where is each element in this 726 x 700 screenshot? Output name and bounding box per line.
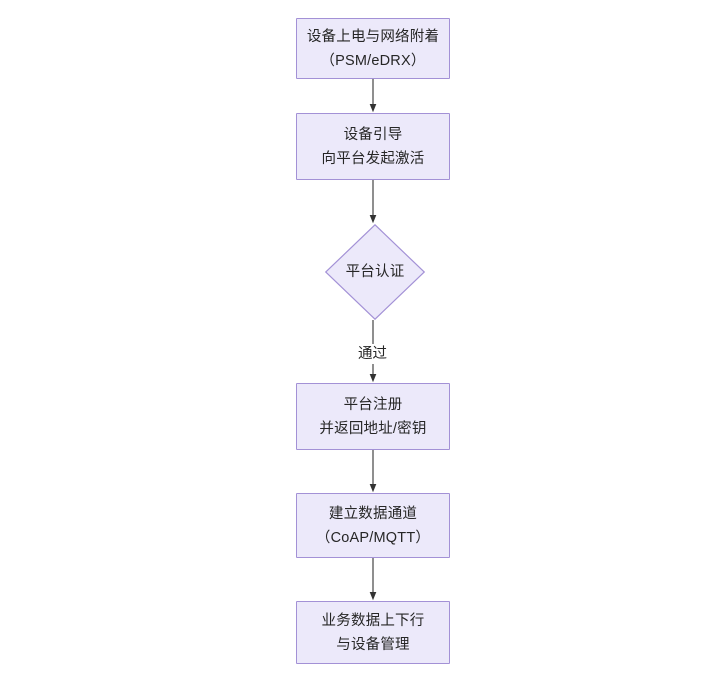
node-label-line: 设备上电与网络附着 [306,28,440,45]
flow-node-data-channel[interactable]: 建立数据通道 （CoAP/MQTT） [296,493,450,558]
flow-node-power-attach[interactable]: 设备上电与网络附着 （PSM/eDRX） [296,18,450,79]
flow-node-auth-decision[interactable]: 平台认证 [325,224,425,320]
diamond-shape-icon [325,224,425,320]
flow-node-register[interactable]: 平台注册 并返回地址/密钥 [296,383,450,450]
node-label-line: 业务数据上下行 [321,612,425,629]
node-label-line: 并返回地址/密钥 [319,420,427,437]
flow-node-data-management[interactable]: 业务数据上下行 与设备管理 [296,601,450,664]
edge-label-pass: 通过 [355,344,390,364]
flow-node-bootstrap[interactable]: 设备引导 向平台发起激活 [296,113,450,180]
node-label-line: 设备引导 [343,126,403,143]
node-label-line: 平台认证 [345,264,405,280]
node-label-line: （PSM/eDRX） [320,52,426,69]
node-label-line: 向平台发起激活 [321,150,425,167]
node-label-line: （CoAP/MQTT） [315,529,431,546]
node-label-line: 与设备管理 [336,636,410,653]
node-label-line: 平台注册 [343,396,403,413]
node-label-line: 建立数据通道 [328,505,418,522]
